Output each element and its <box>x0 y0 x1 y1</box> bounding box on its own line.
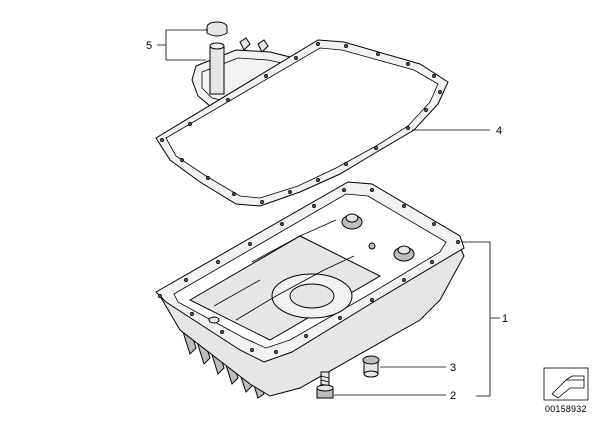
gasket-bolt-holes <box>160 42 442 204</box>
bolt[interactable] <box>316 371 334 399</box>
leader-lines <box>157 29 500 397</box>
folded-corner-box-icon <box>543 367 589 401</box>
oil-pan[interactable] <box>155 181 465 399</box>
drain-plug[interactable] <box>362 355 380 378</box>
callout-5: 5 <box>146 40 152 52</box>
callout-4: 4 <box>496 125 502 137</box>
callout-3: 3 <box>450 362 456 374</box>
pan-boss-right <box>393 245 415 262</box>
reference-number: 00158932 <box>545 404 587 414</box>
filter-cap[interactable] <box>206 21 228 37</box>
pan-boss-left <box>341 213 363 230</box>
callout-1: 1 <box>502 313 508 325</box>
pan-bolt-holes <box>158 188 460 354</box>
callout-2: 2 <box>450 390 456 402</box>
gasket[interactable] <box>155 39 449 207</box>
